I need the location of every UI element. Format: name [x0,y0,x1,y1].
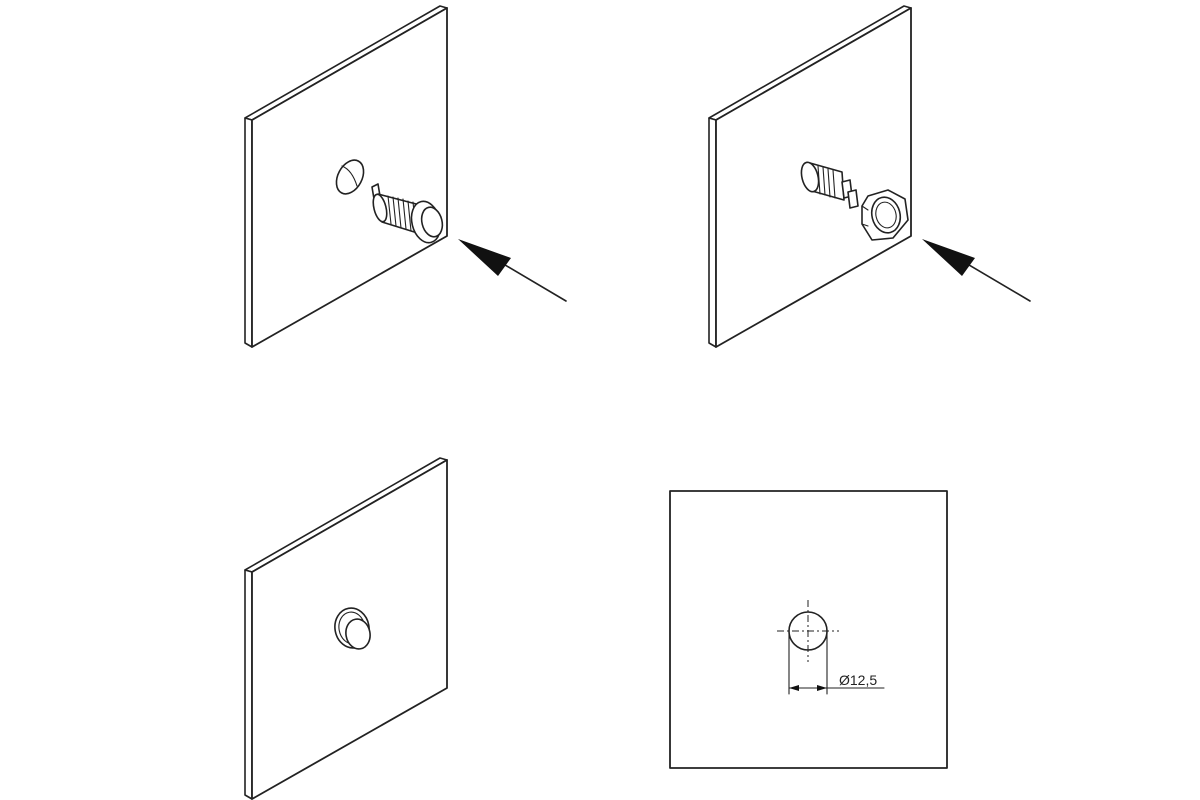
hex-nut [861,189,909,241]
step-attach-nut [708,5,1031,348]
diameter-dimension: Ø12,5 [788,633,885,695]
mounted-button [334,607,371,650]
step-mounted [244,457,448,800]
push-button-switch-1 [371,183,444,244]
cutout-panel [669,490,948,769]
diameter-label: Ø12,5 [839,672,877,688]
panel-hole-1 [335,159,365,195]
arrow-2 [922,239,1031,302]
step-cutout: Ø12,5 [669,490,948,769]
step-insert-switch [244,5,567,348]
switch-body-rear [800,161,859,209]
arrow-1 [458,239,567,302]
panel-1 [244,5,448,348]
